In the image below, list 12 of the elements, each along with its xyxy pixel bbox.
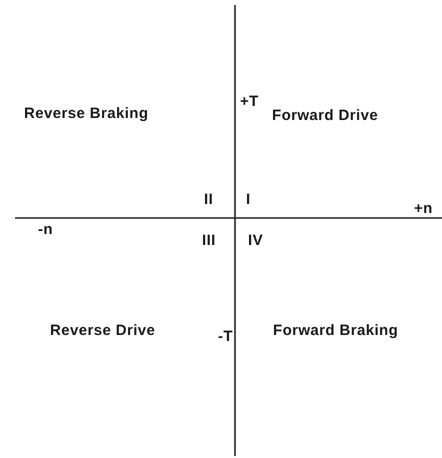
quadrant-number: IV xyxy=(248,233,263,248)
quadrant-number: III xyxy=(202,233,216,248)
axis-label: +n xyxy=(414,201,433,216)
quadrant-number: II xyxy=(204,192,214,207)
quadrant-label: Forward Drive xyxy=(272,108,378,123)
quadrant-label: Reverse Drive xyxy=(50,323,156,338)
axis-label: +T xyxy=(240,94,259,109)
axis-label: -n xyxy=(38,222,53,237)
quadrant-number: I xyxy=(246,192,251,207)
quadrant-label: Forward Braking xyxy=(273,323,398,338)
axis-label: -T xyxy=(218,329,233,344)
quadrant-label: Reverse Braking xyxy=(24,106,148,121)
